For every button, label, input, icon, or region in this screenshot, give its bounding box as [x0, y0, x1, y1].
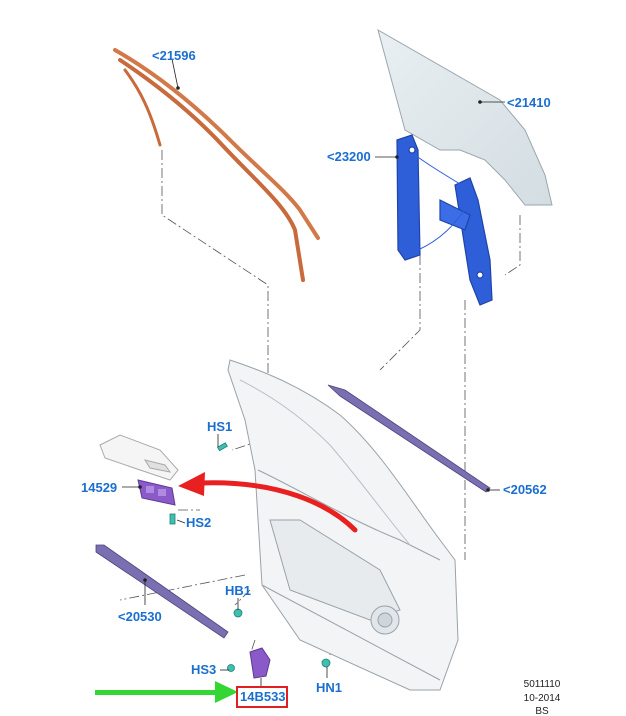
callout-hn1: HN1 [316, 680, 343, 695]
callout-hs3: HS3 [191, 662, 217, 677]
screw-hs2 [169, 513, 176, 525]
callout-door-module: 14B533 [240, 689, 286, 704]
fasteners [169, 442, 331, 672]
window-control-switch [137, 479, 176, 506]
illustration-code: BS [535, 706, 549, 716]
callout-window-switch: 14529 [81, 480, 118, 495]
assembly-guide-lines [119, 150, 521, 656]
door-module [249, 647, 271, 679]
callout-inner-weatherstrip: <20530 [118, 609, 162, 624]
screw-hs3 [227, 664, 235, 672]
red-pointer-arrow [178, 472, 358, 533]
callout-outer-weatherstrip: <20562 [503, 482, 547, 497]
window-regulator [396, 134, 493, 306]
illustration-number: 5011110 [523, 679, 561, 690]
leader-dots [138, 86, 490, 582]
screw-hs1 [216, 442, 228, 452]
callout-hs1: HS1 [207, 419, 233, 434]
door-shell [227, 359, 459, 691]
door-glass [377, 28, 553, 206]
illustration-date: 10-2014 [523, 693, 561, 704]
callout-hs2: HS2 [186, 515, 212, 530]
callout-hb1: HB1 [225, 583, 252, 598]
window-run-channel [113, 48, 320, 282]
callout-door-glass: <21410 [507, 95, 551, 110]
switch-bezel [99, 434, 179, 481]
door-module-highlight-box [236, 686, 288, 708]
leader-lines [122, 58, 505, 688]
bolt-hb1 [233, 608, 243, 618]
inner-belt-weatherstrip [95, 544, 229, 639]
callout-run-channel: <21596 [152, 48, 196, 63]
nut-hn1 [321, 658, 331, 668]
green-pointer-arrow [95, 681, 238, 703]
callout-window-regulator: <23200 [327, 149, 371, 164]
